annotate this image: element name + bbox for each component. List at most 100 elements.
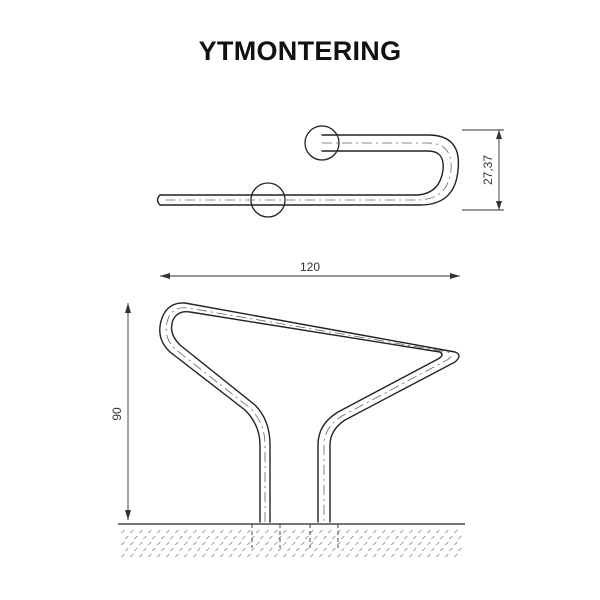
hatch-stroke (436, 553, 440, 558)
hatch-stroke (220, 529, 224, 534)
hatch-stroke (296, 547, 300, 552)
hatch-stroke (368, 547, 372, 552)
hatch-stroke (206, 535, 210, 540)
hatch-stroke (377, 547, 381, 552)
hatch-stroke (346, 541, 350, 546)
hatch-stroke (395, 547, 399, 552)
hatch-stroke (265, 541, 269, 546)
hatch-stroke (220, 541, 224, 546)
hatch-stroke (238, 529, 242, 534)
hatch-stroke (454, 541, 458, 546)
hatch-stroke (184, 541, 188, 546)
hatch-stroke (166, 529, 170, 534)
hatch-stroke (418, 553, 422, 558)
hatch-stroke (458, 547, 462, 552)
hatch-stroke (337, 541, 341, 546)
hatch-stroke (413, 535, 417, 540)
hatch-stroke (148, 541, 152, 546)
hatch-stroke (391, 553, 395, 558)
width-dimension: 120 (160, 260, 460, 279)
hatch-stroke (323, 547, 327, 552)
top-view: 27,37 (156, 125, 504, 218)
hatch-stroke (431, 547, 435, 552)
side-view-centerline (165, 307, 452, 522)
hatch-stroke (431, 535, 435, 540)
hatch-stroke (409, 541, 413, 546)
height-arrow-bottom (125, 510, 131, 520)
hatch-stroke (364, 553, 368, 558)
hatch-stroke (305, 535, 309, 540)
hatch-stroke (184, 529, 188, 534)
hatch-stroke (400, 529, 404, 534)
hatch-stroke (175, 541, 179, 546)
hatch-stroke (436, 529, 440, 534)
hatch-stroke (359, 547, 363, 552)
hatch-stroke (440, 535, 444, 540)
hatch-stroke (296, 535, 300, 540)
hatch-stroke (202, 541, 206, 546)
hatch-stroke (170, 547, 174, 552)
hatch-stroke (409, 553, 413, 558)
hatch-stroke (287, 547, 291, 552)
height-arrow-top (125, 303, 131, 313)
ground-hatch (121, 529, 462, 558)
hatch-stroke (125, 535, 129, 540)
hatch-stroke (166, 553, 170, 558)
hatch-stroke (449, 535, 453, 540)
hatch-stroke (256, 529, 260, 534)
depth-dim-label: 27,37 (481, 155, 495, 185)
hatch-stroke (278, 547, 282, 552)
hatch-stroke (382, 553, 386, 558)
hatch-stroke (301, 529, 305, 534)
hatch-stroke (422, 547, 426, 552)
hatch-stroke (152, 535, 156, 540)
hatch-stroke (328, 541, 332, 546)
hatch-stroke (175, 529, 179, 534)
hatch-stroke (449, 547, 453, 552)
hatch-stroke (134, 535, 138, 540)
hatch-stroke (139, 541, 143, 546)
hatch-stroke (125, 547, 129, 552)
hatch-stroke (301, 541, 305, 546)
hatch-stroke (274, 541, 278, 546)
hatch-stroke (229, 553, 233, 558)
hatch-stroke (391, 541, 395, 546)
hatch-stroke (215, 547, 219, 552)
hatch-stroke (400, 553, 404, 558)
hatch-stroke (256, 553, 260, 558)
hatch-stroke (121, 529, 125, 534)
hatch-stroke (445, 541, 449, 546)
top-view-tube-outer (159, 134, 460, 206)
hatch-stroke (332, 535, 336, 540)
hatch-stroke (332, 547, 336, 552)
hatch-stroke (400, 541, 404, 546)
hatch-stroke (386, 535, 390, 540)
hatch-stroke (251, 547, 255, 552)
hatch-stroke (134, 547, 138, 552)
hatch-stroke (355, 553, 359, 558)
hatch-stroke (211, 553, 215, 558)
hatch-stroke (130, 529, 134, 534)
hatch-stroke (364, 541, 368, 546)
hatch-stroke (157, 529, 161, 534)
hatch-stroke (287, 535, 291, 540)
hatch-stroke (350, 547, 354, 552)
hatch-stroke (229, 529, 233, 534)
side-view-tube-outer (159, 302, 460, 523)
hatch-stroke (373, 541, 377, 546)
hatch-stroke (229, 541, 233, 546)
hatch-stroke (314, 535, 318, 540)
hatch-stroke (292, 541, 296, 546)
hatch-stroke (418, 541, 422, 546)
hatch-stroke (188, 535, 192, 540)
hatch-stroke (157, 541, 161, 546)
hatch-stroke (166, 541, 170, 546)
top-view-centerline (162, 142, 452, 201)
hatch-stroke (355, 529, 359, 534)
hatch-stroke (139, 553, 143, 558)
hatch-stroke (337, 553, 341, 558)
hatch-stroke (247, 553, 251, 558)
width-arrow-left (160, 273, 170, 279)
hatch-stroke (161, 535, 165, 540)
hatch-stroke (386, 547, 390, 552)
